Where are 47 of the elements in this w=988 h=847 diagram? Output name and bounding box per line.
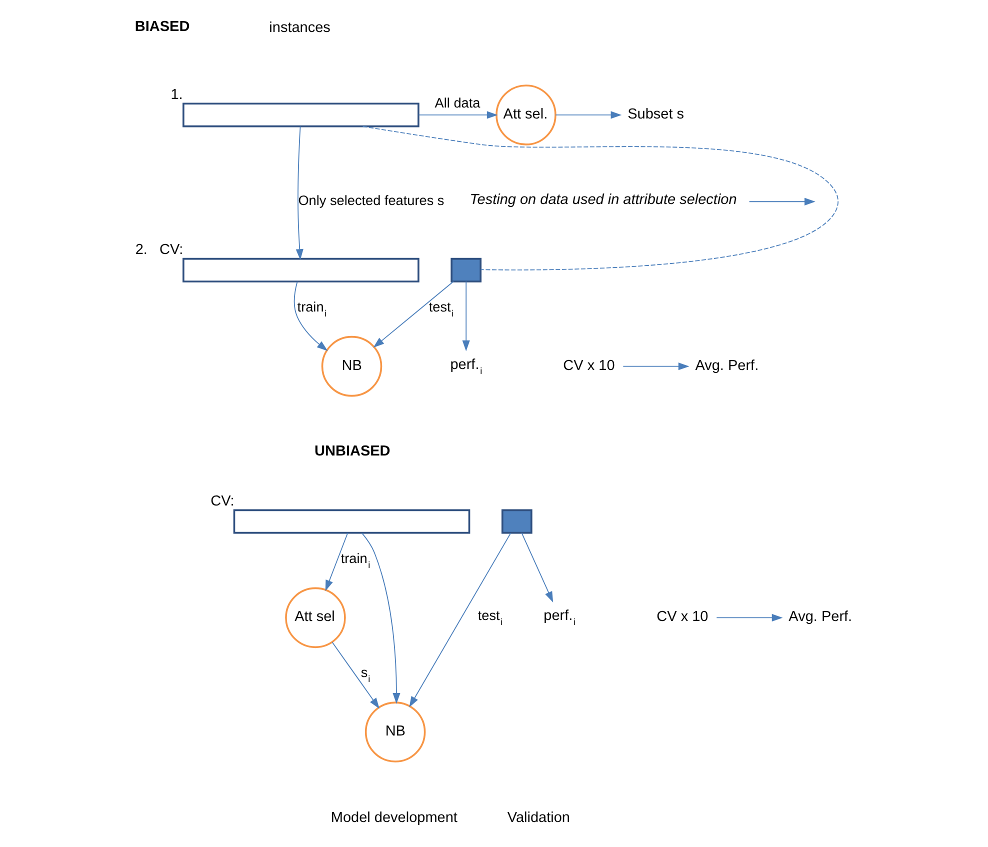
node-text: perf.$_{i}$: [450, 356, 482, 376]
arrow: [294, 281, 328, 352]
edge-label: All data: [434, 96, 480, 111]
node-text: Avg. Perf.: [695, 358, 759, 374]
arrow: [409, 532, 512, 708]
edge-label: train$_{i}$: [297, 299, 327, 318]
node-text: Testing on data used in attribute selection: [470, 192, 737, 208]
arrow: [521, 532, 554, 603]
node-bar: [182, 258, 420, 282]
node-text: Avg. Perf.: [788, 609, 852, 626]
node-circle: NB: [321, 336, 382, 397]
node-text: Subset s: [628, 106, 684, 122]
node-circle: Att sel.: [496, 84, 556, 146]
node-box: [501, 509, 532, 534]
node-circle: NB: [364, 702, 426, 762]
edge-label: test$_{i}$: [478, 608, 503, 627]
node-label: 2. CV:: [135, 242, 184, 258]
arrow: [555, 111, 622, 119]
label: BIASED: [134, 18, 190, 35]
node-bar: [233, 509, 470, 534]
arrow: [716, 614, 783, 622]
arrow: [748, 198, 816, 206]
edge-label: train$_{i}$: [340, 550, 370, 570]
node-text: perf.$_{i}$: [544, 608, 576, 628]
node-text: CV x 10: [656, 609, 708, 626]
arrow: [462, 281, 470, 352]
label: Model development: [330, 810, 458, 826]
node-bar: [182, 102, 420, 128]
connector: [362, 126, 839, 270]
arrow: [373, 281, 454, 348]
edge-label: test$_{i}$: [428, 299, 454, 318]
node-box: [450, 258, 482, 282]
node-label: 1.: [170, 86, 183, 103]
arrow: [622, 362, 690, 370]
edge-label: Only selected features s: [298, 192, 444, 208]
label: instances: [269, 20, 330, 36]
node-label: CV:: [210, 493, 234, 510]
arrow: [418, 111, 498, 119]
arrow: [325, 532, 348, 592]
arrow: [296, 126, 304, 260]
arrow: [361, 532, 400, 704]
node-text: CV x 10: [563, 358, 615, 374]
edge-label: s$_{i}$: [360, 665, 370, 684]
label: UNBIASED: [314, 444, 390, 460]
node-circle: Att sel: [285, 587, 346, 648]
arrow: [332, 642, 380, 709]
label: Validation: [507, 810, 570, 826]
